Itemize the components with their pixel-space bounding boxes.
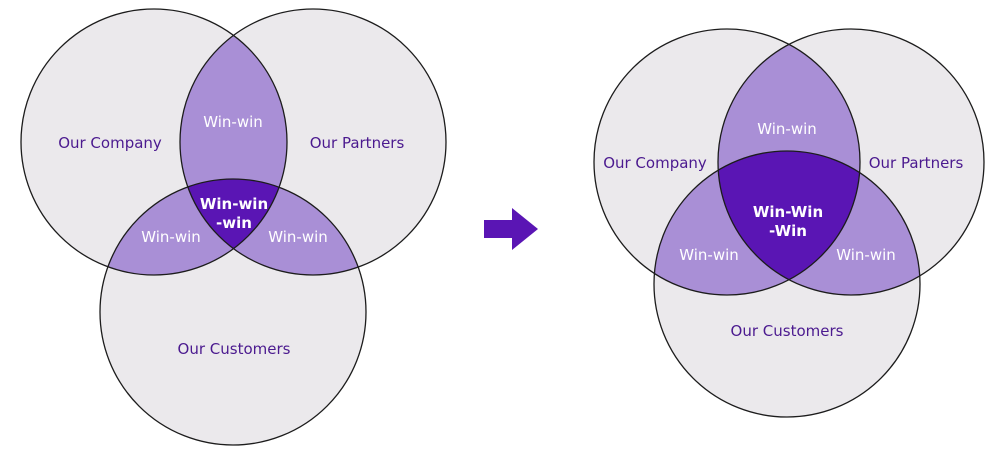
circle-outline [653, 150, 921, 418]
label-win-win-company-customers: Win-win [679, 246, 739, 264]
label-our-partners: Our Partners [310, 134, 405, 152]
label-our-customers: Our Customers [731, 322, 844, 340]
label-win-win-company-partners: Win-win [203, 113, 263, 131]
circle-outline [179, 8, 447, 276]
right-arrow-icon [484, 208, 538, 250]
label-center-line1: Win-win [200, 195, 268, 213]
label-win-win-partners-customers: Win-win [268, 228, 328, 246]
label-center-line2: -Win [769, 222, 807, 240]
circle-outline [593, 28, 861, 296]
venn-after: Our Company Our Partners Our Customers W… [593, 28, 985, 418]
label-our-customers: Our Customers [178, 340, 291, 358]
label-center-line1: Win-Win [753, 203, 823, 221]
label-our-partners: Our Partners [869, 154, 964, 172]
label-win-win-partners-customers: Win-win [836, 246, 896, 264]
circle-outline [20, 8, 288, 276]
label-center-line2: -win [216, 214, 252, 232]
label-win-win-company-customers: Win-win [141, 228, 201, 246]
circle-outline [99, 178, 367, 446]
circle-outline [717, 28, 985, 296]
label-our-company: Our Company [58, 134, 162, 152]
venn-before: Our Company Our Partners Our Customers W… [20, 8, 447, 446]
label-win-win-company-partners: Win-win [757, 120, 817, 138]
label-our-company: Our Company [603, 154, 707, 172]
overlap-partners-customers [180, 179, 366, 275]
overlap-company-customers [100, 179, 287, 275]
